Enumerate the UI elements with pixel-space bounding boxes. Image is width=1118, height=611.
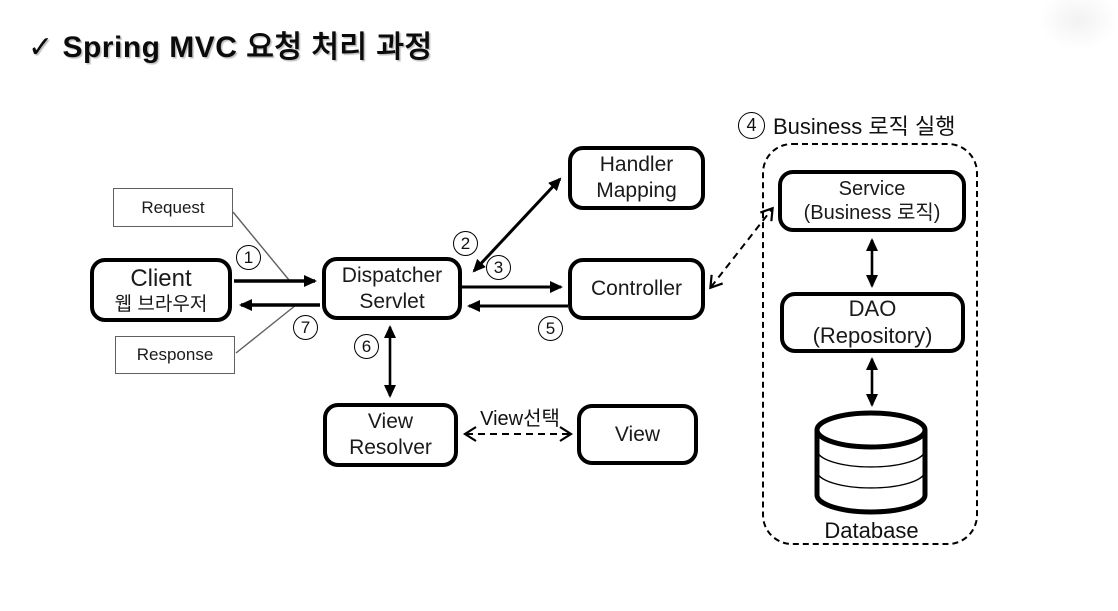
node-dao: DAO (Repository) xyxy=(780,292,965,353)
request-label-box: Request xyxy=(113,188,233,227)
step-2-badge: 2 xyxy=(453,231,478,256)
step-4-badge: 4 xyxy=(738,111,765,139)
step-7-badge: 7 xyxy=(293,315,318,340)
business-group-text: Business 로직 실행 xyxy=(773,114,956,139)
dispatcher-title: Dispatcher xyxy=(341,263,443,287)
node-client: Client 웹 브라우저 xyxy=(90,258,232,322)
view-resolver-title: View xyxy=(367,410,414,434)
request-label: Request xyxy=(141,197,205,217)
node-controller: Controller xyxy=(568,258,705,320)
arrow-controller-service-dashed xyxy=(709,206,774,290)
page-title: ✓ Spring MVC 요청 처리 과정 xyxy=(28,31,433,64)
step-3-badge: 3 xyxy=(486,255,511,280)
dispatcher-subtitle: Servlet xyxy=(359,289,425,313)
service-subtitle: (Business 로직) xyxy=(803,202,941,224)
view-title: View xyxy=(614,422,661,446)
watermark-smudge xyxy=(1038,0,1118,50)
step-5-badge: 5 xyxy=(538,316,563,341)
response-label: Response xyxy=(136,345,214,364)
step-1-badge: 1 xyxy=(236,245,261,270)
view-resolver-subtitle: Resolver xyxy=(349,436,432,459)
arrow-dispatcher-handler-mapping xyxy=(472,177,562,273)
dao-title: DAO xyxy=(848,295,897,321)
node-view: View xyxy=(577,404,698,465)
dao-subtitle: (Repository) xyxy=(812,322,933,348)
view-select-label: View선택 xyxy=(480,408,560,430)
database-label: Database xyxy=(824,518,919,543)
handler-mapping-title: Handler xyxy=(599,153,674,177)
node-dispatcher-servlet: Dispatcher Servlet xyxy=(322,257,462,320)
client-subtitle: 웹 브라우저 xyxy=(114,294,208,316)
response-label-box: Response xyxy=(115,336,235,374)
node-handler-mapping: Handler Mapping xyxy=(568,146,705,210)
handler-mapping-subtitle: Mapping xyxy=(596,179,677,202)
request-leader-line xyxy=(232,211,290,281)
business-logic-group xyxy=(762,143,978,545)
service-title: Service xyxy=(838,177,906,200)
response-leader-line xyxy=(235,304,297,354)
database-cylinder-icon xyxy=(814,410,928,515)
node-view-resolver: View Resolver xyxy=(323,403,458,467)
business-group-label: 4 Business 로직 실행 xyxy=(738,109,955,141)
controller-title: Controller xyxy=(590,277,683,301)
client-title: Client xyxy=(130,264,192,292)
node-service: Service (Business 로직) xyxy=(778,170,966,232)
step-6-badge: 6 xyxy=(354,334,379,359)
